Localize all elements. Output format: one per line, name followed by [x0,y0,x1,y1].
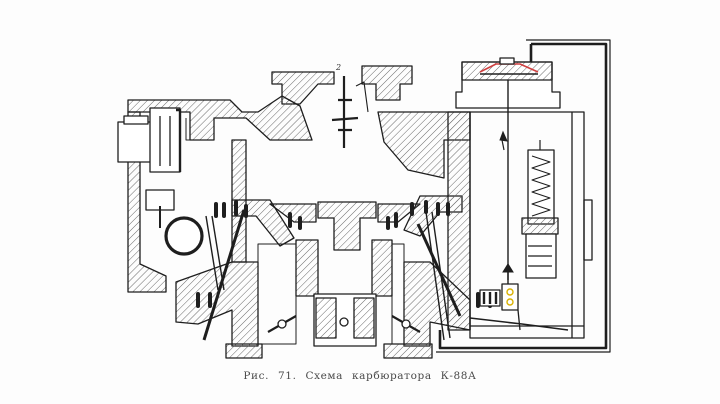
figure-caption: Рис. 71. Схема карбюратора К-88А [243,370,477,382]
base-flange [225,343,263,359]
throttle-body-center-left [295,239,319,297]
air-horn-right [361,65,413,101]
choke-linkage [331,76,359,148]
body-upper-left [127,95,313,141]
throttle-mark-label: 2 [335,63,341,72]
body-mid-plate [269,203,317,223]
air-horn-left [271,71,335,105]
throttle-body-center-right [371,239,393,297]
accelerator-pump [527,149,555,225]
main-nozzle-block [317,201,377,251]
vacuum-tube [438,42,608,350]
base-flange-right [383,343,433,359]
economizer-lever [469,317,569,331]
float [164,216,204,256]
fuel-inlet-fitting [117,121,155,163]
throttle-body-left [175,261,259,347]
